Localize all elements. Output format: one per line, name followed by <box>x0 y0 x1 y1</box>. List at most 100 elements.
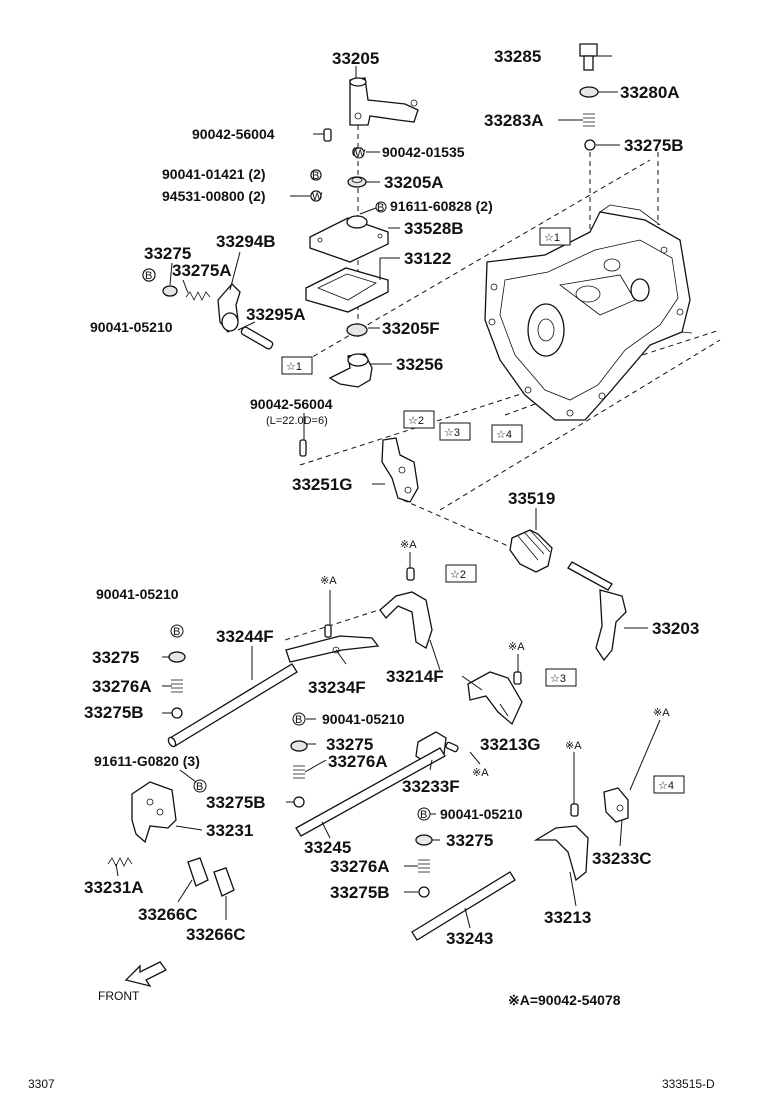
marker-b-1: B <box>312 170 319 182</box>
label-90041-01421: 90041-01421 (2) <box>162 166 266 182</box>
label-33276a-mid: 33276A <box>328 752 388 771</box>
label-90041-05210-upper: 90041-05210 <box>90 319 173 335</box>
label-90041-05210-left: 90041-05210 <box>96 586 179 602</box>
shaft-33245 <box>295 747 446 837</box>
label-33256: 33256 <box>396 355 443 374</box>
front-arrow: FRONT <box>98 961 167 1003</box>
label-33275-low: 33275 <box>446 831 493 850</box>
label-90042-56004-mid-spec: (L=22.0D=6) <box>266 415 328 427</box>
front-arrow-icon <box>124 961 167 988</box>
star-reference-boxes: ☆1 ☆1 ☆2 ☆3 ☆4 ☆2 ☆3 ☆4 <box>281 227 685 794</box>
label-33275-mid: 33275 <box>326 735 373 754</box>
label-90042-56004-top: 90042-56004 <box>192 126 275 142</box>
label-90042-01535: 90042-01535 <box>382 144 465 160</box>
interlock-plate-33231 <box>131 780 206 844</box>
label-33275b-low: 33275B <box>330 883 390 902</box>
label-33280a: 33280A <box>620 83 680 102</box>
label-33205a: 33205A <box>384 173 444 192</box>
shaft-33244f <box>167 663 298 748</box>
label-33214f: 33214F <box>386 667 444 686</box>
refa-mark-3: ※A <box>508 641 525 653</box>
shift-lever-stack <box>299 77 419 457</box>
label-33283a: 33283A <box>484 111 544 130</box>
marker-w-1: W <box>355 148 366 160</box>
refa-mark-1: ※A <box>400 539 417 551</box>
star2-box-lower: ☆2 <box>450 569 466 581</box>
star4-box-lower: ☆4 <box>658 780 674 792</box>
refa-mark-2: ※A <box>320 575 337 587</box>
label-33213g: 33213G <box>480 735 541 754</box>
star2-box-upper: ☆2 <box>408 415 424 427</box>
ref-a-legend: ※A=90042-54078 <box>508 992 621 1008</box>
detent-stack-left-1 <box>168 625 186 719</box>
shaft-33243 <box>411 871 516 941</box>
label-33275b-left: 33275B <box>84 703 144 722</box>
fork-33214f <box>379 567 433 649</box>
label-33266c-a: 33266C <box>138 905 198 924</box>
label-91611-60828: 91611-60828 (2) <box>390 198 493 214</box>
label-94531-00800: 94531-00800 (2) <box>162 188 266 204</box>
part-labels: 33205 90042-56004 90042-01535 90041-0142… <box>84 47 699 948</box>
label-33245: 33245 <box>304 838 351 857</box>
label-90042-56004-mid: 90042-56004 <box>250 396 333 412</box>
page-code-right: 333515-D <box>662 1077 715 1091</box>
label-33266c-b: 33266C <box>186 925 246 944</box>
fork-33233c <box>603 787 629 823</box>
label-90041-05210-mid: 90041-05210 <box>322 711 405 727</box>
refa-mark-5: ※A <box>565 740 582 752</box>
star1-box-case: ☆1 <box>544 232 560 244</box>
detent-stack-mid <box>415 808 433 898</box>
label-33205: 33205 <box>332 49 379 68</box>
star1-box-left: ☆1 <box>286 361 302 373</box>
label-33213: 33213 <box>544 908 591 927</box>
fastener-markers: W B W B B B B B B <box>142 147 431 821</box>
star3-box-lower: ☆3 <box>550 673 566 685</box>
marker-b-7: B <box>420 809 427 821</box>
label-90041-05210-low: 90041-05210 <box>440 806 523 822</box>
label-33295a: 33295A <box>246 305 306 324</box>
label-33275-left: 33275 <box>92 648 139 667</box>
label-33251g: 33251G <box>292 475 353 494</box>
label-33275a: 33275A <box>172 261 232 280</box>
label-33519: 33519 <box>508 489 555 508</box>
label-33276a-low: 33276A <box>330 857 390 876</box>
fork-33234f <box>285 624 380 663</box>
label-33233f: 33233F <box>402 777 460 796</box>
label-33285: 33285 <box>494 47 541 66</box>
page-code-left: 3307 <box>28 1077 55 1091</box>
front-label: FRONT <box>98 989 140 1003</box>
ref-a-marks: ※A ※A ※A ※A ※A ※A <box>320 539 670 779</box>
label-33234f: 33234F <box>308 678 366 697</box>
marker-b-5: B <box>295 714 302 726</box>
refa-mark-4: ※A <box>653 707 670 719</box>
label-33122: 33122 <box>404 249 451 268</box>
label-33276a-left: 33276A <box>92 677 152 696</box>
marker-b-2: B <box>377 202 384 214</box>
marker-w-2: W <box>312 191 323 203</box>
star3-box-upper: ☆3 <box>444 427 460 439</box>
label-33275-upper: 33275 <box>144 244 191 263</box>
shift-head-33251g <box>381 437 419 503</box>
leader-lines <box>115 55 661 929</box>
label-33275b-mid: 33275B <box>206 793 266 812</box>
clips-33266c <box>187 857 235 897</box>
detent-stack-top-right <box>579 43 599 151</box>
marker-b-3: B <box>145 270 152 282</box>
label-33243: 33243 <box>446 929 493 948</box>
spring-33231a <box>107 857 133 867</box>
label-33231: 33231 <box>206 821 253 840</box>
label-33528b: 33528B <box>404 219 464 238</box>
label-33203: 33203 <box>652 619 699 638</box>
label-33244f: 33244F <box>216 627 274 646</box>
transmission-case <box>484 204 693 421</box>
label-33205f: 33205F <box>382 319 440 338</box>
label-33294b: 33294B <box>216 232 276 251</box>
detent-stack-left-2 <box>290 713 308 808</box>
label-33231a: 33231A <box>84 878 144 897</box>
refa-mark-6: ※A <box>472 767 489 779</box>
marker-b-4: B <box>173 626 180 638</box>
fork-33213 <box>533 803 589 882</box>
fork-33213g <box>467 671 523 726</box>
marker-b-6: B <box>196 781 203 793</box>
